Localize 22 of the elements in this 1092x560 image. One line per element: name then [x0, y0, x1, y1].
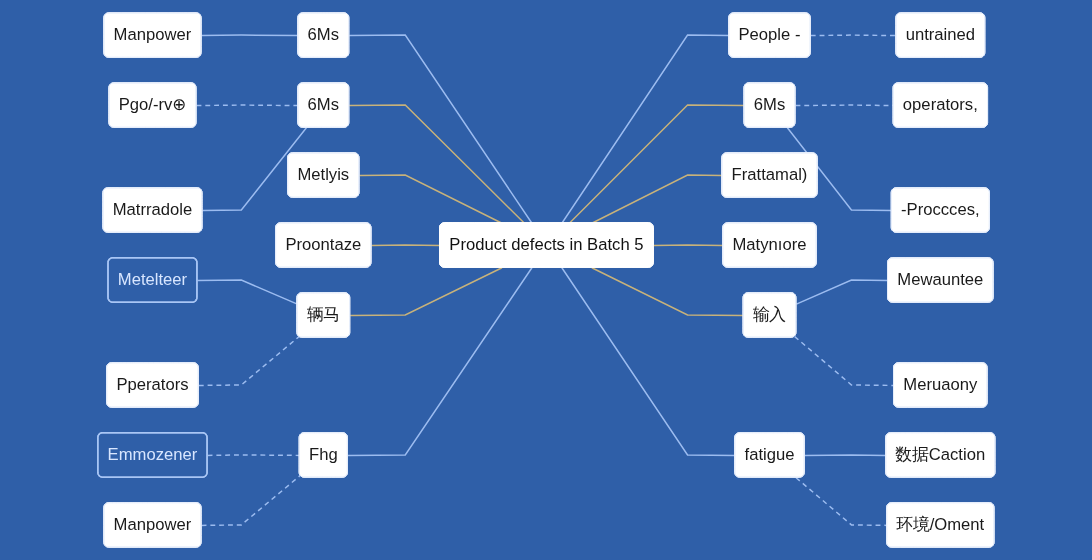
connector	[200, 34, 299, 37]
connector	[590, 267, 744, 317]
connector	[560, 267, 736, 457]
connector	[568, 104, 745, 224]
connector	[349, 267, 503, 317]
connector	[809, 34, 897, 37]
connector	[201, 127, 307, 212]
connector	[346, 267, 533, 457]
connector	[200, 474, 301, 527]
connector	[197, 335, 300, 387]
connector	[652, 244, 724, 247]
connector	[206, 454, 300, 457]
connector	[195, 104, 299, 107]
connector	[370, 244, 441, 247]
connector	[795, 279, 889, 305]
connector	[803, 454, 887, 457]
connector	[348, 34, 533, 224]
connector	[348, 104, 525, 224]
connector	[560, 34, 730, 224]
connector	[794, 476, 888, 527]
connector	[793, 335, 895, 387]
connector	[196, 279, 298, 305]
